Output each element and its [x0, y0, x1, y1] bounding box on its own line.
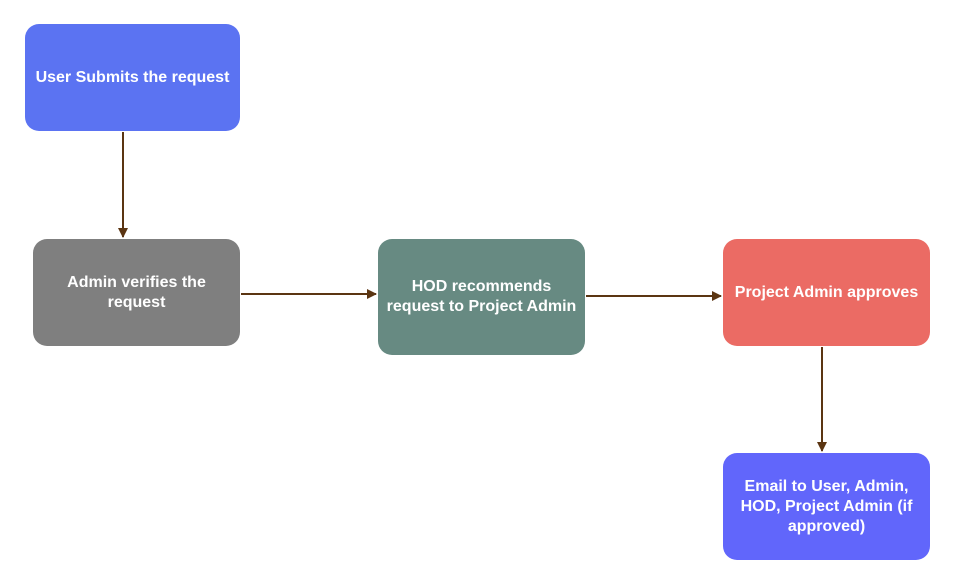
node-label: User Submits the request [35, 68, 230, 86]
node-project-admin-approves: Project Admin approves [723, 239, 930, 346]
node-admin-verifies: Admin verifies the request [33, 239, 240, 346]
node-label: Admin verifies the request [67, 273, 206, 311]
node-label: HOD recommends request to Project Admin [386, 278, 577, 315]
node-email-notification: Email to User, Admin, HOD, Project Admin… [723, 453, 930, 560]
node-user-submits: User Submits the request [25, 24, 240, 131]
node-label: Email to User, Admin, HOD, Project Admin… [740, 477, 913, 535]
node-label: Project Admin approves [734, 283, 919, 301]
node-hod-recommends: HOD recommends request to Project Admin [378, 239, 585, 355]
